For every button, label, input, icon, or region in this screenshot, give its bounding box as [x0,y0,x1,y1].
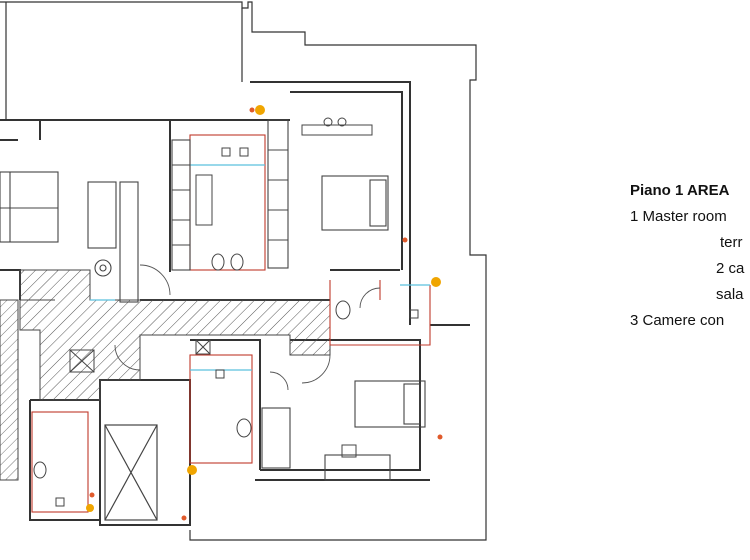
desks [301,117,373,458]
beds [321,175,426,481]
light-fixtures [86,105,443,521]
lift-shaft [104,424,158,521]
living-furniture [0,171,139,303]
legend-line-3: 2 ca [716,260,745,277]
bathroom-fixtures [33,147,419,507]
doors [114,264,381,391]
terrace-outline [0,1,487,541]
wardrobes [171,119,291,469]
floor-legend: Piano 1 AREA 1 Master room terr 2 ca sal… [630,178,750,334]
legend-line-4: sala [716,286,744,303]
legend-title: Piano 1 AREA [630,182,730,199]
legend-line-1: 1 Master room [630,208,727,225]
legend-line-5: 3 Camere con [630,312,725,329]
legend-line-2: terr [720,234,743,251]
corridor-hatch [0,269,331,481]
